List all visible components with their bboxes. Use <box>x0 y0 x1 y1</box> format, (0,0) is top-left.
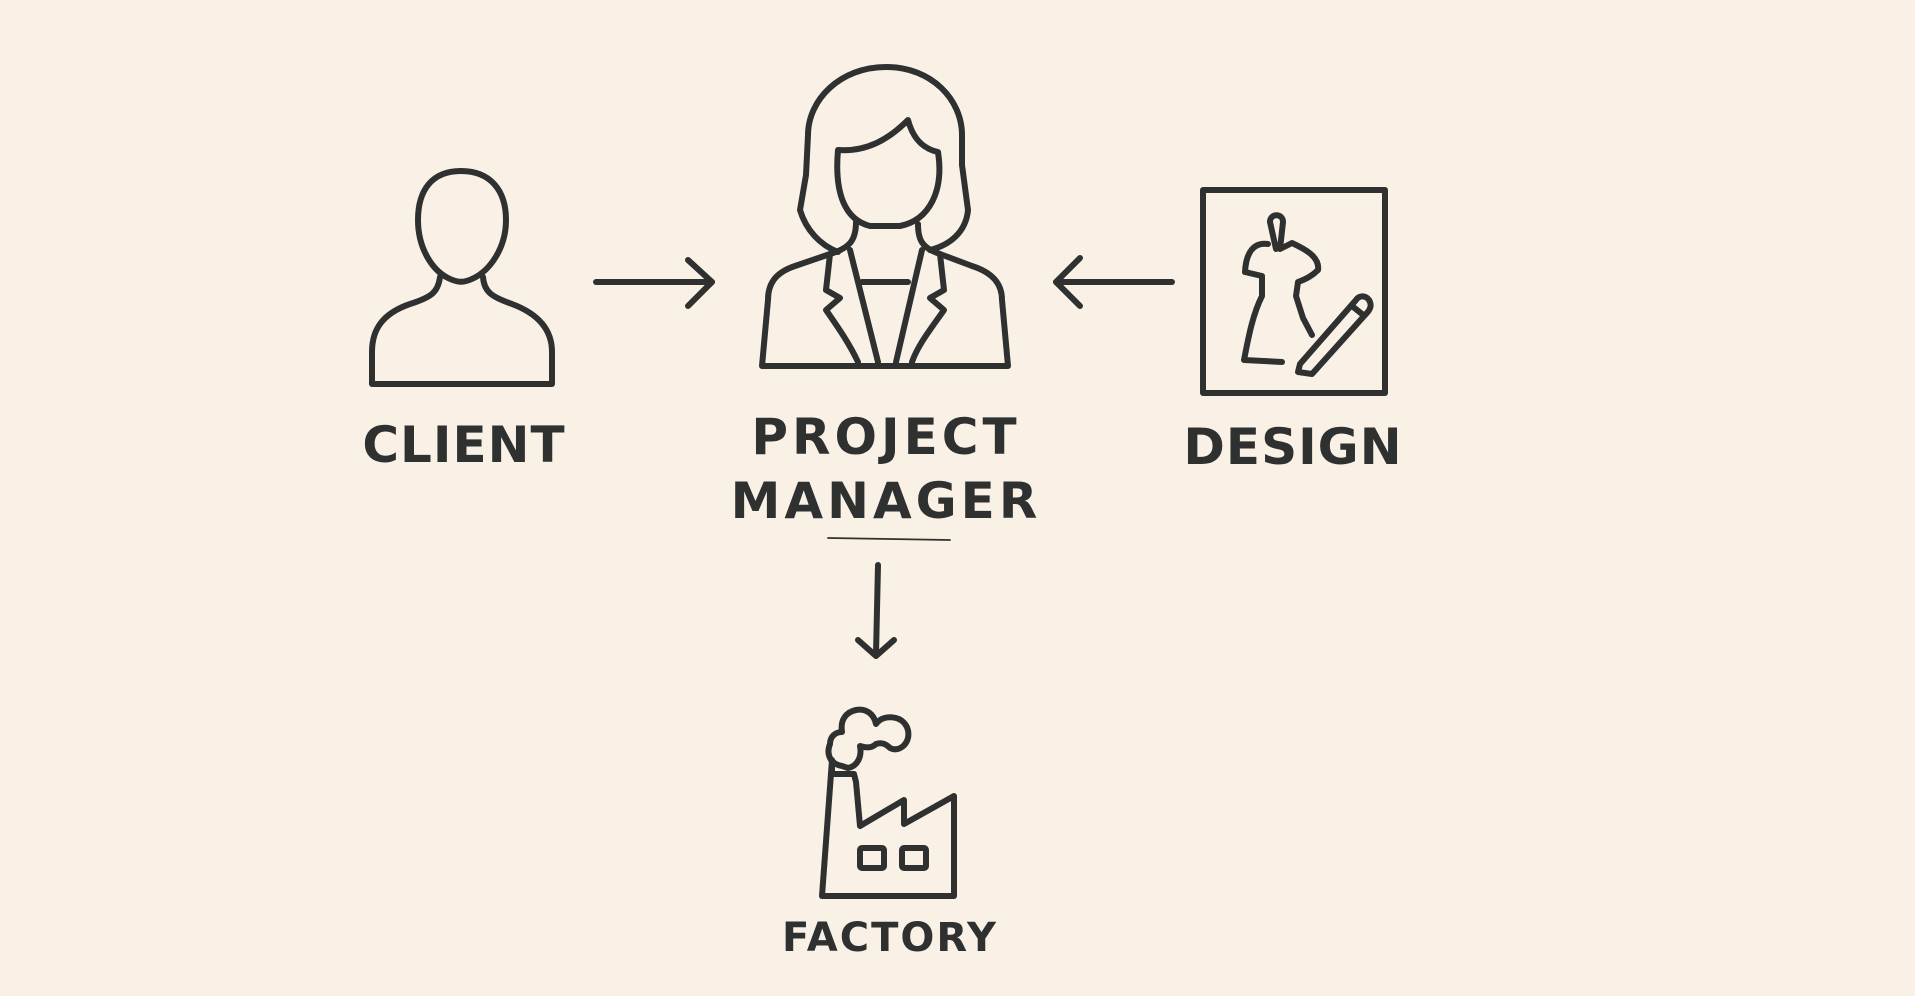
woman-manager-icon <box>759 64 1011 369</box>
design-label: DESIGN <box>1183 418 1403 476</box>
client-label: CLIENT <box>362 416 566 474</box>
arrow-client-to-manager <box>593 257 715 309</box>
project-manager-label: PROJECT MANAGER <box>686 405 1086 533</box>
dress-sketch-icon <box>1200 187 1388 396</box>
arrow-manager-to-factory <box>827 537 951 659</box>
person-icon <box>369 168 555 387</box>
arrow-design-to-manager <box>1053 255 1175 309</box>
factory-icon <box>819 706 957 899</box>
factory-label: FACTORY <box>782 915 998 961</box>
project-manager-label-line1: PROJECT <box>751 408 1021 466</box>
project-manager-label-line2: MANAGER <box>730 472 1042 530</box>
divider-line <box>827 537 951 541</box>
